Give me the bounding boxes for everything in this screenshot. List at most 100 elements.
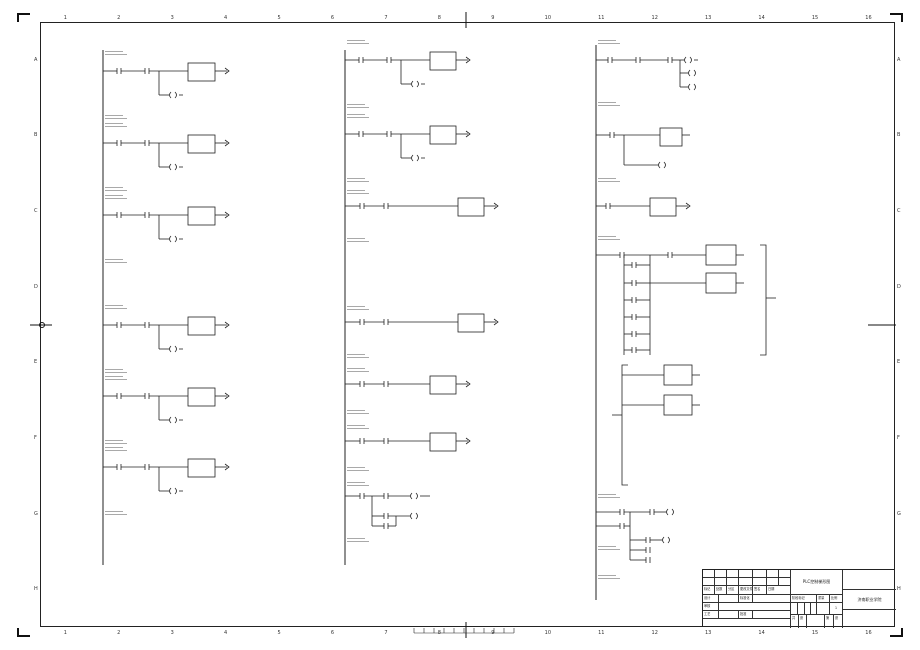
column-label: 15 bbox=[811, 15, 819, 21]
tb-weight: 重量 bbox=[817, 595, 830, 603]
column-label: 12 bbox=[651, 15, 658, 21]
function-block bbox=[457, 313, 485, 333]
row-label: A bbox=[897, 56, 901, 63]
function-block bbox=[187, 134, 216, 154]
bracket bbox=[621, 364, 628, 486]
output-arrow bbox=[465, 437, 471, 445]
row-label: G bbox=[897, 510, 901, 517]
column-label: 7 bbox=[384, 15, 388, 21]
tb-count: 处数 bbox=[715, 586, 727, 595]
column-label: 2 bbox=[117, 630, 121, 636]
output-arrow bbox=[465, 130, 471, 138]
column-label: 4 bbox=[224, 630, 228, 636]
tb-zone: 分区 bbox=[727, 586, 739, 595]
column-label: 3 bbox=[170, 15, 174, 21]
column-label: 1 bbox=[63, 15, 67, 21]
function-block bbox=[649, 197, 677, 217]
column-label: 9 bbox=[491, 15, 495, 21]
column-label: 11 bbox=[598, 630, 605, 636]
row-label: F bbox=[897, 434, 900, 441]
column-label: 14 bbox=[758, 630, 765, 636]
tb-scale: 比例 bbox=[830, 595, 843, 603]
tb-sign: 签名 bbox=[753, 586, 767, 595]
output-arrow bbox=[224, 321, 230, 329]
row-label: D bbox=[897, 283, 901, 290]
output-arrow bbox=[224, 139, 230, 147]
column-label: 4 bbox=[224, 15, 228, 21]
function-block bbox=[705, 272, 737, 294]
column-label: 5 bbox=[277, 15, 281, 21]
center-mark-circle bbox=[39, 322, 45, 328]
title-block: 标记 处数 分区 更改文件号 签名 日期 设计 标准化 审核 工艺 批准 PLC… bbox=[702, 569, 896, 628]
column-label: 5 bbox=[277, 630, 281, 636]
corner-mark-bl bbox=[17, 628, 30, 637]
corner-mark-br bbox=[890, 628, 903, 637]
tb-mark: 标记 bbox=[703, 586, 715, 595]
function-block bbox=[663, 394, 693, 416]
column-label: 10 bbox=[544, 15, 552, 21]
column-label: 14 bbox=[758, 15, 765, 21]
tb-sheet-label: 张 bbox=[799, 615, 807, 628]
ladder-networks bbox=[103, 40, 776, 579]
function-block bbox=[187, 62, 216, 82]
corner-mark-tr bbox=[890, 13, 903, 22]
coil bbox=[169, 235, 177, 243]
output-arrow bbox=[465, 380, 471, 388]
column-label: 16 bbox=[865, 15, 872, 21]
column-label: 1 bbox=[63, 630, 67, 636]
column-label: 8 bbox=[437, 15, 441, 21]
row-label: F bbox=[34, 434, 37, 441]
coil bbox=[169, 416, 177, 424]
coil bbox=[662, 536, 670, 544]
tb-drawing-title: PLC控制梯形图 bbox=[791, 570, 843, 595]
function-block bbox=[429, 432, 457, 452]
coil bbox=[410, 492, 418, 500]
column-label: 2 bbox=[117, 15, 121, 21]
row-label: E bbox=[34, 359, 38, 366]
function-block bbox=[659, 127, 683, 147]
coil bbox=[411, 80, 419, 88]
coil bbox=[411, 154, 419, 162]
coil bbox=[688, 69, 696, 77]
coil bbox=[169, 345, 177, 353]
column-label: 3 bbox=[170, 630, 174, 636]
scale-ruler bbox=[413, 628, 515, 634]
column-label: 13 bbox=[704, 630, 712, 636]
coil bbox=[658, 161, 666, 169]
tb-check: 审核 bbox=[703, 603, 719, 611]
row-label: C bbox=[897, 208, 901, 215]
coil bbox=[688, 83, 696, 91]
tb-change-doc: 更改文件号 bbox=[739, 586, 753, 595]
tb-sheet-value: 1 bbox=[830, 603, 843, 615]
row-label: C bbox=[34, 208, 38, 215]
column-label: 6 bbox=[330, 15, 335, 21]
column-label: 15 bbox=[811, 630, 819, 636]
tb-date: 日期 bbox=[767, 586, 791, 595]
function-block bbox=[429, 51, 457, 71]
coil bbox=[169, 163, 177, 171]
function-block bbox=[429, 125, 457, 145]
tb-design: 设计 bbox=[703, 595, 719, 603]
coil bbox=[410, 512, 418, 520]
row-label: G bbox=[34, 510, 38, 517]
column-label: 16 bbox=[865, 630, 872, 636]
tb-stage: 阶段标记 bbox=[791, 595, 817, 603]
function-block bbox=[429, 375, 457, 395]
function-block bbox=[705, 244, 737, 266]
output-arrow bbox=[224, 463, 230, 471]
row-label: H bbox=[897, 586, 901, 593]
coil bbox=[666, 508, 674, 516]
function-block bbox=[187, 458, 216, 478]
bracket bbox=[760, 244, 767, 356]
column-label: 11 bbox=[598, 15, 605, 21]
tb-process: 工艺 bbox=[703, 611, 719, 619]
column-label: 7 bbox=[384, 630, 388, 636]
function-block bbox=[663, 364, 693, 386]
output-arrow bbox=[465, 56, 471, 64]
output-arrow bbox=[493, 202, 499, 210]
column-label: 12 bbox=[651, 630, 658, 636]
tb-sheet-num: 第 bbox=[825, 615, 834, 628]
coil bbox=[684, 56, 692, 64]
function-block bbox=[187, 206, 216, 226]
coil bbox=[169, 91, 177, 99]
